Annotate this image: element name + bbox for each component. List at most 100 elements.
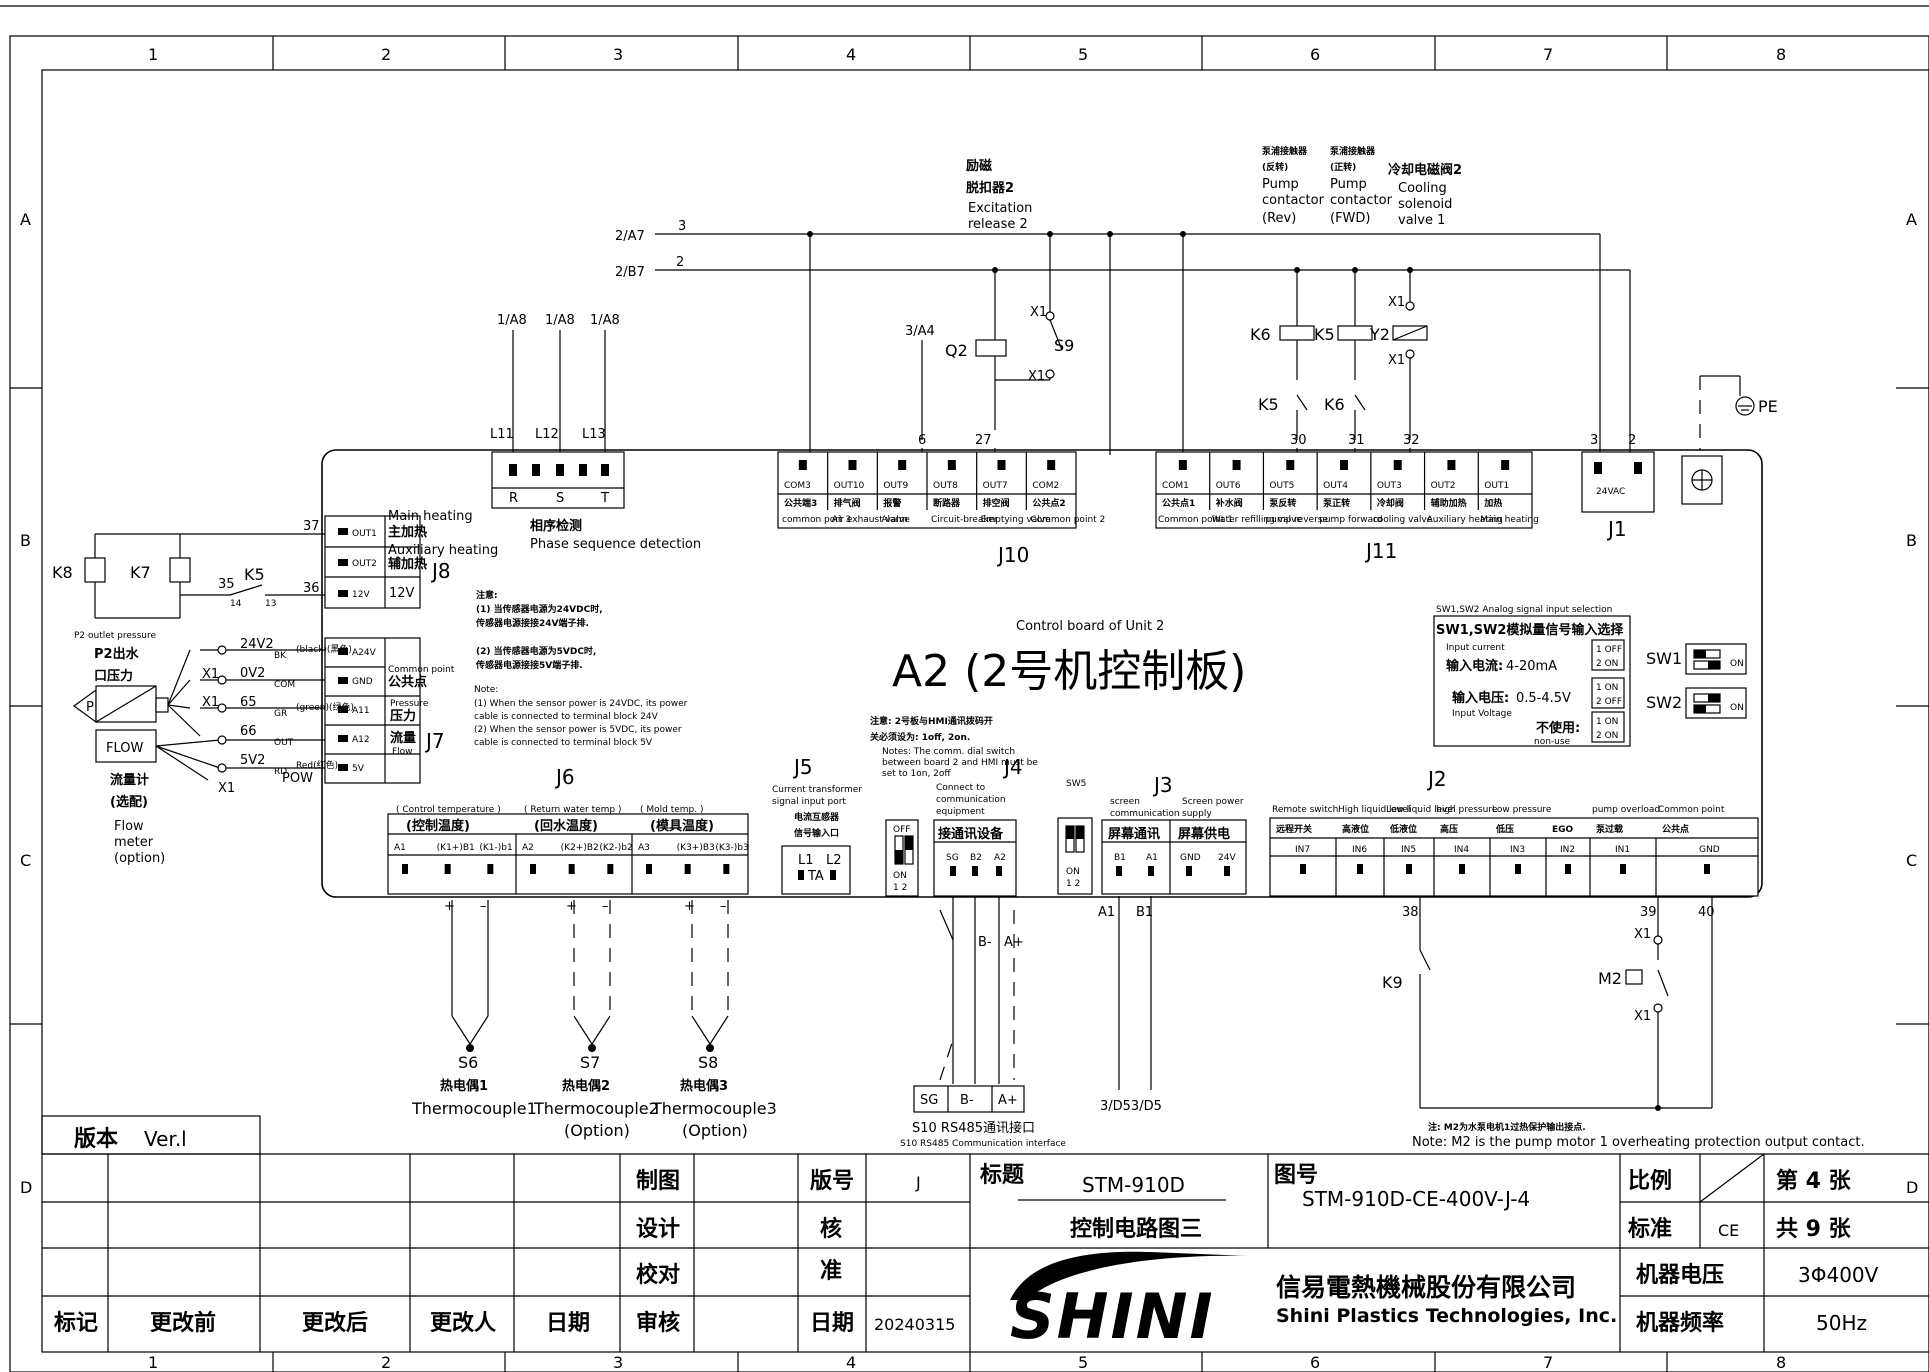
s10-en: S10 RS485 Communication interface (900, 1139, 1066, 1149)
y2-label: Y2 (1369, 325, 1390, 344)
flow-en2: meter (114, 835, 154, 850)
note-cn1: (1) 当传感器电源为24VDC时, (476, 603, 603, 615)
j2-cn: 低压 (1495, 823, 1514, 835)
sw-voltage-en: Input Voltage (1452, 709, 1512, 719)
x1-m2-bottom: X1 (1634, 1009, 1651, 1024)
version-cn: 版本 (74, 1127, 118, 1152)
j11-cn: 泵反转 (1269, 497, 1296, 509)
top-annotations: 励磁 脱扣器2 Excitation release 2 泵浦接触器 (反转) … (966, 145, 1462, 232)
tb-edition: 版号 (810, 1169, 854, 1194)
j11-code: OUT5 (1269, 481, 1294, 491)
j4-en2: communication (936, 795, 1006, 805)
sw-voltage-cn: 输入电压: (1452, 690, 1509, 706)
j2-wire-38: 38 (1402, 905, 1419, 920)
j3-pin-gnd: GND (1180, 853, 1201, 863)
version-val: Ver.l (144, 1127, 187, 1151)
pe-label: PE (1758, 397, 1778, 416)
j1-label: J1 (1606, 517, 1627, 541)
note-en-title: Note: (474, 685, 498, 695)
wire-32: 32 (1403, 433, 1420, 448)
phase-pin-terminal (579, 464, 587, 476)
cooling-en1: Cooling (1398, 181, 1447, 196)
k6-coil (1279, 325, 1315, 341)
pressure-p: P (86, 700, 94, 715)
j4-pin-sg: SG (946, 853, 959, 863)
row-a: A (20, 210, 31, 229)
j11-code: OUT2 (1431, 481, 1456, 491)
j11-en: pump reverse (1265, 515, 1328, 525)
j2-terminal (1459, 864, 1465, 874)
a4-label: 3/A4 (905, 324, 935, 339)
j10-terminal (997, 460, 1006, 470)
phase-detect-cn: 相序检测 (530, 518, 582, 534)
j10-cn: 排气阀 (834, 497, 861, 509)
sw2-on: ON (1730, 703, 1744, 713)
l13-label: L13 (582, 427, 606, 442)
j2-cn: 公共点 (1662, 823, 1689, 835)
j10-terminal (798, 460, 807, 470)
j10-code: OUT8 (933, 481, 958, 491)
sensor-en: Thermocouple3 (651, 1099, 777, 1118)
board-title-main: A2 (2号机控制板) (892, 646, 1246, 697)
j7-pin: A11 (352, 706, 370, 716)
thermocouple-junction-icon (706, 1044, 714, 1052)
q2-label: Q2 (945, 341, 968, 360)
j10-code: COM3 (784, 481, 811, 491)
j6-terminal (723, 864, 730, 874)
tb-company-cn: 信易電熱機械股份有限公司 (1276, 1273, 1576, 1302)
row-b-right: B (1906, 531, 1917, 550)
j8-pin-out2: OUT2 (352, 559, 377, 569)
comm-note-en1: Notes: The comm. dial switch (882, 747, 1015, 757)
j11-cn: 泵正转 (1323, 497, 1350, 509)
pump-fwd-en3: (FWD) (1330, 211, 1371, 226)
j8-12v: 12V (389, 586, 415, 601)
q2-s9-circuit: 3/A4 6 Q2 27 X1 X1 S9 (905, 260, 1074, 455)
j5-l2: L2 (826, 853, 842, 868)
phase-pin-r: R (509, 491, 518, 506)
sw1-label: SW1 (1646, 649, 1682, 668)
col-5-bottom: 5 (1078, 1353, 1088, 1372)
j4-connector: Connect to communication equipment J4 OF… (885, 755, 1066, 1149)
j7-color: RD (274, 767, 287, 777)
tb-title-sub: 控制电路图三 (1070, 1216, 1202, 1242)
j2-cn: 泵过载 (1596, 823, 1623, 835)
j10-en: Alarm (881, 515, 907, 525)
j2-en: Low pressure (1492, 805, 1552, 815)
j5-cn1: 电流互感器 (794, 811, 840, 823)
j4-pin-b2: B2 (970, 853, 982, 863)
pump-rev-cn2: (反转) (1262, 161, 1288, 173)
note-en3: (2) When the sensor power is 5VDC, its p… (474, 725, 682, 735)
excitation-cn: 励磁 (966, 158, 992, 174)
j11-cn: 冷却阀 (1377, 497, 1404, 509)
s10-bm: B- (960, 1093, 974, 1108)
j10-en: common port 3 (782, 515, 851, 525)
plus-sign: + (566, 899, 577, 914)
j2-cn: 高压 (1440, 823, 1458, 835)
j8-pin-out1: OUT1 (352, 529, 377, 539)
j4-nums: 1 2 (893, 883, 907, 893)
j2-label: J2 (1426, 767, 1447, 791)
j7-connector: A24V24V2BK(black)(黑色)GND0V2COMA1165GR(gr… (72, 631, 455, 866)
j2-terminal (1406, 864, 1412, 874)
shini-logo-text: SHINI (1010, 1280, 1215, 1353)
wire-3: 3 (1590, 433, 1598, 448)
thermocouple-junction-icon (588, 1044, 596, 1052)
j2-cn: 高液位 (1342, 823, 1369, 835)
j8-pin-14: 14 (230, 599, 242, 609)
x1-p2-a: X1 (202, 667, 219, 682)
screen-comm-cn: 屏幕通讯 (1108, 826, 1160, 842)
j2-pin: IN2 (1560, 845, 1575, 855)
j3-pin-24v: 24V (1218, 853, 1236, 863)
k7-coil (169, 557, 191, 583)
l11-label: L11 (490, 427, 514, 442)
control-board (321, 449, 1763, 898)
flow-cn2: (选配) (110, 794, 148, 810)
top-bus: 2/A7 3 2/B7 2 (615, 219, 1631, 455)
a8-1: 1/A8 (497, 313, 527, 328)
minus-sign: – (720, 899, 727, 914)
j7-flow-cn: 流量 (390, 730, 416, 746)
j6-terminal (684, 864, 691, 874)
sensor-cn: 热电偶2 (562, 1078, 610, 1094)
pump-fwd-cn1: 泵浦接触器 (1330, 145, 1376, 157)
